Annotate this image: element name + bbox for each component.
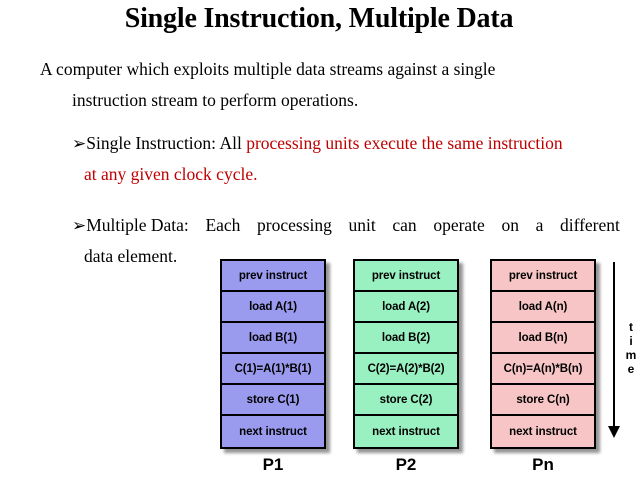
- instruction-cell: load A(n): [492, 292, 594, 323]
- bullet-2-continuation: data element.: [84, 246, 178, 266]
- instruction-cell: prev instruct: [492, 261, 594, 292]
- time-letter: t: [629, 320, 633, 334]
- instruction-cell: load B(1): [222, 323, 324, 354]
- instruction-cell: store C(1): [222, 385, 324, 416]
- bullet-2-word: processing: [257, 215, 332, 235]
- bullet-1-text-row: ➢Single Instruction: All processing unit…: [72, 128, 563, 159]
- bullet-2-word: Each: [205, 215, 241, 235]
- bullet-2-word: on: [501, 215, 519, 235]
- bullet-2-word: unit: [348, 215, 376, 235]
- instruction-cell: C(1)=A(1)*B(1): [222, 354, 324, 385]
- bullet-2-lead: Multiple Data:: [86, 215, 189, 235]
- instruction-cell: load B(n): [492, 323, 594, 354]
- time-arrow-head-icon: [608, 426, 620, 438]
- time-letter: e: [627, 362, 635, 376]
- page-title: Single Instruction, Multiple Data: [124, 3, 514, 34]
- bullet-1-line-1: ➢Single Instruction: All processing unit…: [72, 128, 620, 159]
- bullet-single-instruction: ➢Single Instruction: All processing unit…: [72, 128, 628, 190]
- intro-line-1: A computer which exploits multiple data …: [40, 59, 496, 79]
- arrow-bullet-icon: ➢: [72, 134, 87, 153]
- instruction-cell: prev instruct: [355, 261, 457, 292]
- bullet-2-word: operate: [433, 215, 485, 235]
- time-letter: i: [629, 334, 633, 348]
- bullet-1-lead-black: Single Instruction: All: [86, 133, 247, 153]
- bullet-1-continuation: at any given clock cycle.: [84, 164, 258, 184]
- instruction-cell: C(2)=A(2)*B(2): [355, 354, 457, 385]
- instruction-cell: load B(2): [355, 323, 457, 354]
- instruction-cell: next instruct: [222, 416, 324, 447]
- intro-line-2: instruction stream to perform operations…: [72, 90, 359, 110]
- instruction-cell: prev instruct: [222, 261, 324, 292]
- bullet-2-word: a: [535, 215, 544, 235]
- instruction-cell: next instruct: [355, 416, 457, 447]
- bullet-2-word: different: [559, 215, 620, 235]
- instruction-cell: store C(2): [355, 385, 457, 416]
- processor-label-pn: Pn: [532, 455, 554, 474]
- instruction-cell: load A(1): [222, 292, 324, 323]
- instruction-cell: C(n)=A(n)*B(n): [492, 354, 594, 385]
- bullet-2-word: can: [392, 215, 417, 235]
- instruction-cell: store C(n): [492, 385, 594, 416]
- processor-label-p2: P2: [395, 455, 417, 474]
- processor-label-p1: P1: [262, 455, 284, 474]
- instruction-cell: load A(2): [355, 292, 457, 323]
- instruction-cell: next instruct: [492, 416, 594, 447]
- bullet-2-marker-and-lead: ➢Multiple Data:: [72, 210, 189, 241]
- arrow-bullet-icon: ➢: [72, 216, 87, 235]
- time-letter: m: [625, 348, 637, 362]
- intro-paragraph: A computer which exploits multiple data …: [40, 54, 620, 116]
- time-axis-line: [613, 262, 615, 430]
- bullet-1-lead-red: processing units execute the same instru…: [246, 133, 563, 153]
